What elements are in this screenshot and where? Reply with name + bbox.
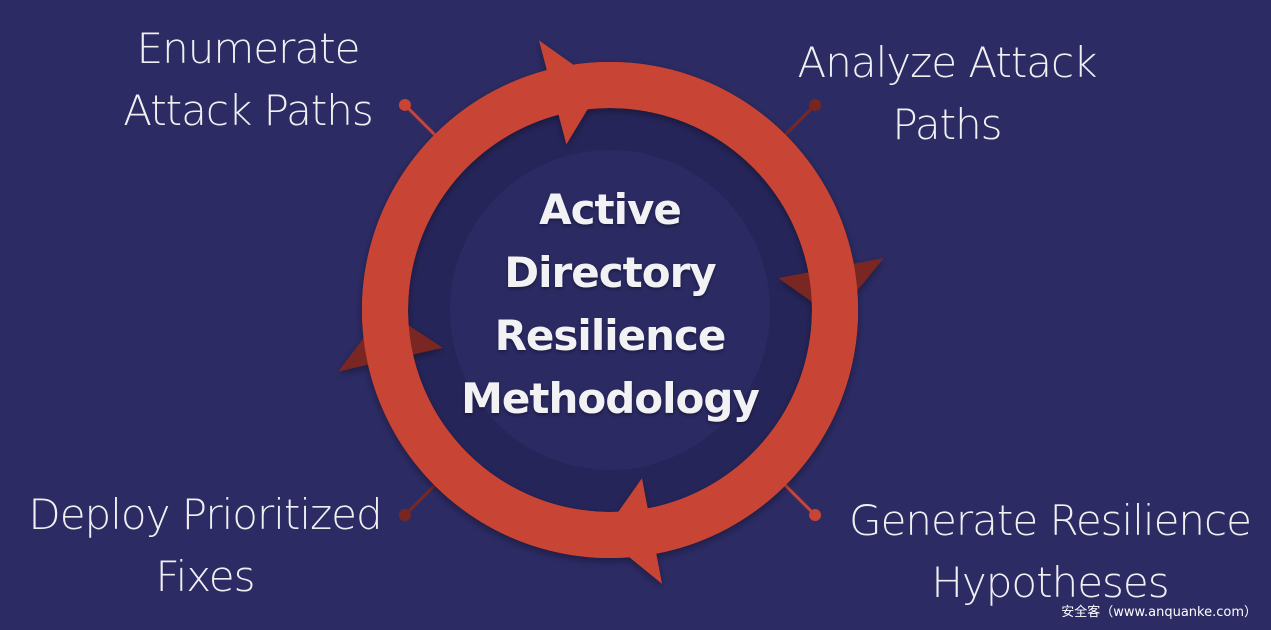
step-label-line: Hypotheses — [931, 558, 1169, 607]
connector-generate-dot — [809, 509, 822, 522]
step-enumerate-attack-paths: Enumerate Attack Paths — [98, 18, 398, 142]
inner-circle — [450, 150, 770, 470]
step-label-line: Generate Resilience — [849, 496, 1252, 545]
step-label-line: Attack Paths — [123, 86, 374, 135]
arrow-generate-tip-head — [602, 478, 662, 584]
watermark: 安全客（www.anquanke.com） — [1061, 605, 1257, 620]
connector-analyze-dot — [809, 98, 822, 111]
step-label-line: Paths — [892, 100, 1002, 149]
step-analyze-attack-paths: Analyze Attack Paths — [782, 32, 1112, 156]
step-deploy-prioritized-fixes: Deploy Prioritized Fixes — [10, 484, 400, 608]
center-title-line: Directory — [504, 248, 716, 297]
connector-deploy-dot — [398, 509, 411, 522]
step-label-line: Enumerate — [136, 24, 361, 73]
center-title: Active Directory Resilience Methodology — [440, 178, 780, 430]
step-generate-resilience-hypotheses: Generate Resilience Hypotheses — [840, 490, 1260, 614]
center-title-line: Methodology — [461, 374, 760, 423]
step-label-line: Fixes — [155, 552, 255, 601]
step-label-line: Analyze Attack — [797, 38, 1098, 87]
step-label-line: Deploy Prioritized — [28, 490, 382, 539]
center-title-line: Resilience — [494, 311, 727, 360]
center-title-line: Active — [539, 185, 682, 234]
arrow-generate-tip — [362, 61, 859, 584]
connector-enumerate-dot — [398, 98, 411, 111]
